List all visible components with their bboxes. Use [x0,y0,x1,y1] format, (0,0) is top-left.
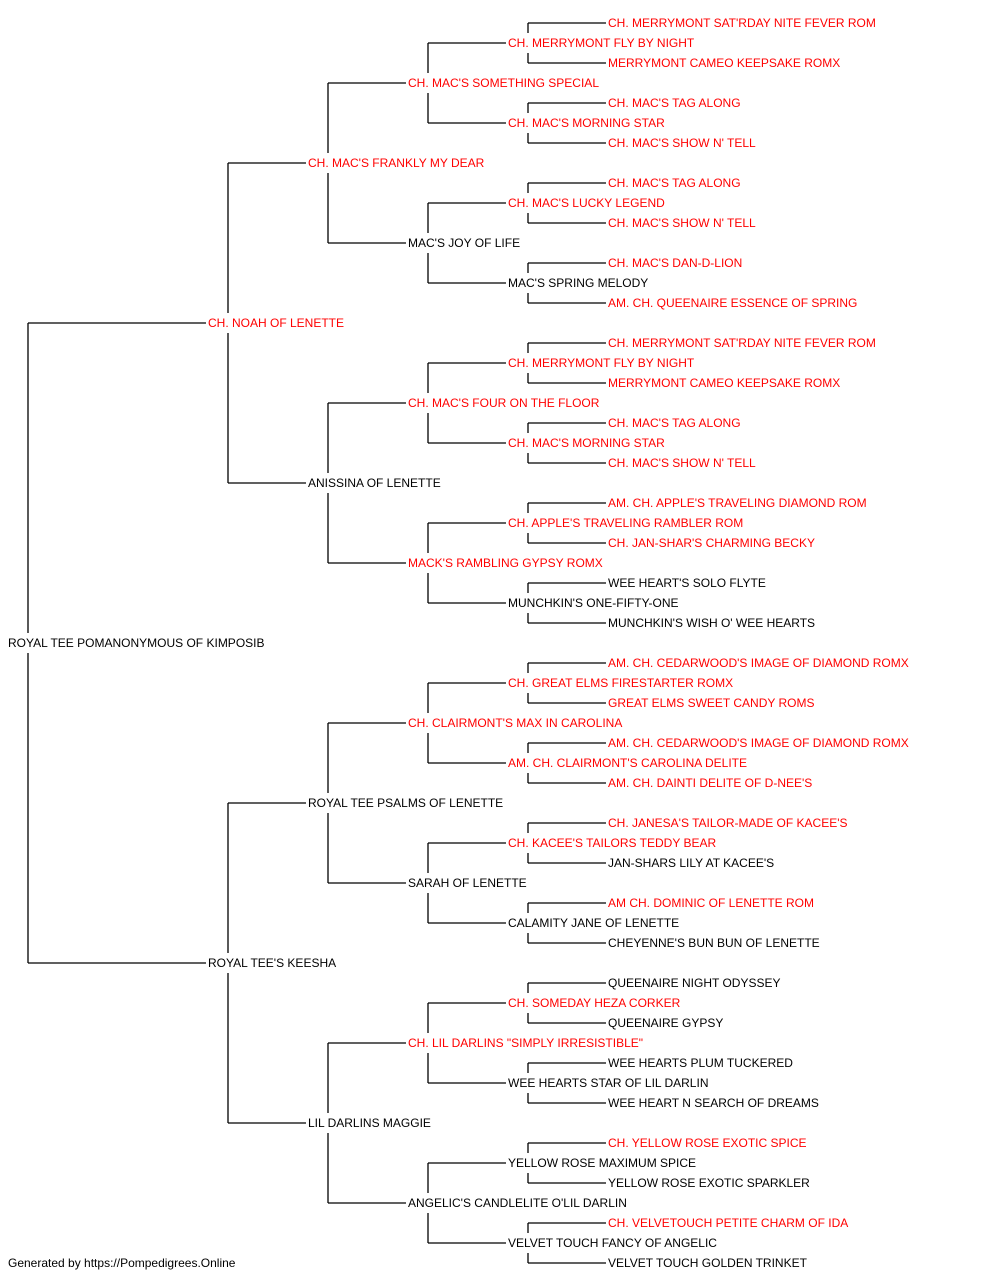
dog-name-gen4: CH. MERRYMONT FLY BY NIGHT [508,36,695,50]
dog-name-gen0: ROYAL TEE POMANONYMOUS OF KIMPOSIB [8,636,265,650]
dog-name-gen5: CH. YELLOW ROSE EXOTIC SPICE [608,1136,807,1150]
dog-name-gen4: CH. SOMEDAY HEZA CORKER [508,996,681,1010]
dog-name-gen3: ANGELIC'S CANDLELITE O'LIL DARLIN [408,1196,627,1210]
dog-name-gen5: GREAT ELMS SWEET CANDY ROMS [608,696,814,710]
dog-name-gen2: ROYAL TEE PSALMS OF LENETTE [308,796,503,810]
dog-name-gen4: VELVET TOUCH FANCY OF ANGELIC [508,1236,717,1250]
dog-name-gen5: WEE HEART N SEARCH OF DREAMS [608,1096,819,1110]
dog-name-gen3: CH. LIL DARLINS "SIMPLY IRRESISTIBLE" [408,1036,643,1050]
dog-name-gen4: CH. GREAT ELMS FIRESTARTER ROMX [508,676,733,690]
dog-name-gen5: CH. MERRYMONT SAT'RDAY NITE FEVER ROM [608,336,876,350]
dog-name-gen4: MAC'S SPRING MELODY [508,276,648,290]
dog-name-gen5: CH. VELVETOUCH PETITE CHARM OF IDA [608,1216,848,1230]
dog-name-gen5: CH. MAC'S TAG ALONG [608,416,741,430]
dog-name-gen5: CH. MAC'S TAG ALONG [608,96,741,110]
dog-name-gen3: CH. MAC'S FOUR ON THE FLOOR [408,396,600,410]
dog-name-gen5: AM. CH. DAINTI DELITE OF D-NEE'S [608,776,812,790]
dog-name-gen3: CH. CLAIRMONT'S MAX IN CAROLINA [408,716,622,730]
dog-name-gen5: WEE HEART'S SOLO FLYTE [608,576,766,590]
dog-name-gen4: MUNCHKIN'S ONE-FIFTY-ONE [508,596,679,610]
dog-name-gen4: WEE HEARTS STAR OF LIL DARLIN [508,1076,708,1090]
dog-name-gen5: AM. CH. CEDARWOOD'S IMAGE OF DIAMOND ROM… [608,736,909,750]
dog-name-gen4: CALAMITY JANE OF LENETTE [508,916,679,930]
dog-name-gen4: CH. MERRYMONT FLY BY NIGHT [508,356,695,370]
dog-name-gen4: CH. MAC'S MORNING STAR [508,436,665,450]
dog-name-gen5: MERRYMONT CAMEO KEEPSAKE ROMX [608,56,840,70]
dog-name-gen5: AM. CH. QUEENAIRE ESSENCE OF SPRING [608,296,857,310]
dog-name-gen5: JAN-SHARS LILY AT KACEE'S [608,856,774,870]
dog-name-gen3: MAC'S JOY OF LIFE [408,236,520,250]
dog-name-gen5: CH. MAC'S SHOW N' TELL [608,136,756,150]
dog-name-gen1: CH. NOAH OF LENETTE [208,316,344,330]
dog-name-gen3: MACK'S RAMBLING GYPSY ROMX [408,556,603,570]
dog-name-gen4: CH. APPLE'S TRAVELING RAMBLER ROM [508,516,743,530]
dog-name-gen2: CH. MAC'S FRANKLY MY DEAR [308,156,485,170]
dog-name-gen5: CH. JAN-SHAR'S CHARMING BECKY [608,536,815,550]
dog-name-gen5: AM CH. DOMINIC OF LENETTE ROM [608,896,814,910]
dog-name-gen5: AM. CH. APPLE'S TRAVELING DIAMOND ROM [608,496,867,510]
dog-name-gen3: CH. MAC'S SOMETHING SPECIAL [408,76,599,90]
dog-name-gen5: CH. MAC'S DAN-D-LION [608,256,742,270]
dog-name-gen5: YELLOW ROSE EXOTIC SPARKLER [608,1176,810,1190]
footer-credit: Generated by https://Pompedigrees.Online [8,1256,236,1270]
dog-name-gen5: CH. MERRYMONT SAT'RDAY NITE FEVER ROM [608,16,876,30]
dog-name-gen4: CH. MAC'S LUCKY LEGEND [508,196,665,210]
dog-name-gen5: CH. MAC'S SHOW N' TELL [608,216,756,230]
pedigree-connectors [27,22,606,1264]
dog-name-gen1: ROYAL TEE'S KEESHA [208,956,336,970]
dog-name-gen5: VELVET TOUCH GOLDEN TRINKET [608,1256,808,1270]
dog-name-gen4: CH. KACEE'S TAILORS TEDDY BEAR [508,836,716,850]
dog-name-gen5: MUNCHKIN'S WISH O' WEE HEARTS [608,616,815,630]
dog-name-gen5: QUEENAIRE NIGHT ODYSSEY [608,976,780,990]
dog-name-gen3: SARAH OF LENETTE [408,876,527,890]
dog-name-gen5: AM. CH. CEDARWOOD'S IMAGE OF DIAMOND ROM… [608,656,909,670]
dog-name-gen4: AM. CH. CLAIRMONT'S CAROLINA DELITE [508,756,747,770]
dog-name-gen5: QUEENAIRE GYPSY [608,1016,723,1030]
pedigree-labels: ROYAL TEE POMANONYMOUS OF KIMPOSIB CH. NO… [8,16,909,1270]
dog-name-gen5: CH. MAC'S SHOW N' TELL [608,456,756,470]
dog-name-gen5: WEE HEARTS PLUM TUCKERED [608,1056,793,1070]
dog-name-gen4: YELLOW ROSE MAXIMUM SPICE [508,1156,696,1170]
dog-name-gen4: CH. MAC'S MORNING STAR [508,116,665,130]
dog-name-gen5: CH. MAC'S TAG ALONG [608,176,741,190]
dog-name-gen5: MERRYMONT CAMEO KEEPSAKE ROMX [608,376,840,390]
dog-name-gen2: LIL DARLINS MAGGIE [308,1116,431,1130]
dog-name-gen2: ANISSINA OF LENETTE [308,476,441,490]
dog-name-gen5: CHEYENNE'S BUN BUN OF LENETTE [608,936,820,950]
dog-name-gen5: CH. JANESA'S TAILOR-MADE OF KACEE'S [608,816,848,830]
